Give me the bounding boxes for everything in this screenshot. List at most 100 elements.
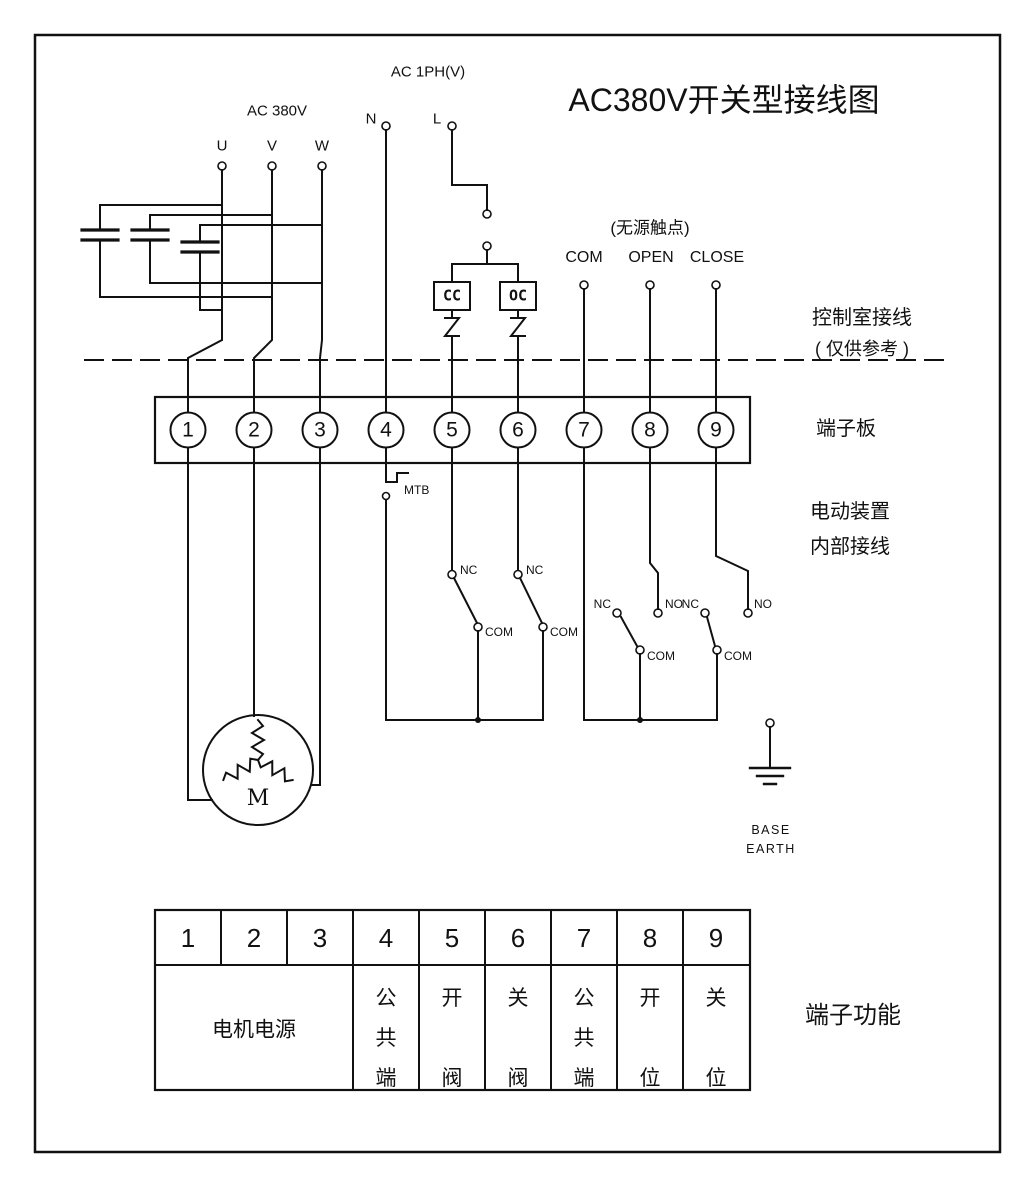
capacitor-wire (99, 239, 273, 298)
terminal-number-5: 5 (446, 418, 458, 442)
function-cell-terminal-8: 开位 (639, 987, 661, 1090)
terminal-board-label: 端子板 (816, 418, 876, 440)
terminal-number-7: 7 (578, 418, 590, 442)
function-cell-terminal-4: 公共端 (375, 987, 397, 1090)
terminal3-motor-wire (310, 447, 321, 786)
table-header-8: 8 (642, 923, 658, 953)
function-cell-terminal-6: 关阀 (507, 987, 529, 1090)
internal-wiring-label-1: 电动装置 (810, 501, 890, 523)
live-label: L (432, 110, 442, 128)
open-position-no-contact (653, 608, 663, 618)
terminal9-wire (715, 447, 749, 610)
close-position-no-contact (743, 608, 753, 618)
open-limit-blade (452, 576, 479, 625)
function-table-outline (153, 908, 752, 1092)
cc-breaker-symbol (442, 309, 462, 413)
mtb-branch (381, 447, 544, 721)
capacitor-wire (199, 251, 223, 311)
close-position-nc-contact (700, 608, 710, 618)
single-phase-supply-wiring (381, 121, 519, 413)
close-limit-com-contact (538, 622, 548, 632)
table-header-7: 7 (576, 923, 592, 953)
table-header-2: 2 (246, 923, 262, 953)
close-position-no-label: NO (754, 597, 772, 611)
com-label: COM (565, 249, 603, 266)
close-limit-switch (513, 447, 548, 721)
function-cell-terminal-9: 关位 (705, 987, 727, 1090)
neutral-label: N (365, 110, 377, 128)
capacitor-wire (99, 204, 223, 231)
terminal-number-4: 4 (380, 418, 392, 442)
open-position-nc-contact (612, 608, 622, 618)
function-table-caption: 端子功能 (805, 1002, 901, 1029)
motor-label: M (246, 786, 270, 811)
terminal-number-8: 8 (644, 418, 656, 442)
close-limit-com-label: COM (550, 625, 578, 639)
motor-winding-icon (254, 753, 297, 787)
internal-wiring-label-2: 内部接线 (810, 536, 890, 558)
l-wire (451, 129, 488, 211)
three-phase-supply-label: AC 380V (246, 102, 308, 120)
open-limit-switch (447, 447, 483, 723)
u-terminal-dot (217, 161, 227, 171)
passive-contact-note: (无源触点) (610, 218, 690, 238)
capacitor-wire (199, 224, 323, 243)
capacitor-1-plates (80, 228, 120, 242)
w-terminal-dot (317, 161, 327, 171)
table-header-4: 4 (378, 923, 394, 953)
close-position-com-contact (712, 645, 722, 655)
l-terminal-dot (447, 121, 457, 131)
close-limit-nc-contact (513, 569, 523, 580)
function-table-header-dividers (220, 909, 288, 966)
coil-branches (433, 281, 537, 413)
three-phase-supply-wiring (187, 161, 327, 413)
close-limit-nc-label: NC (526, 563, 544, 577)
table-header-1: 1 (180, 923, 196, 953)
open-position-com-contact (635, 645, 645, 655)
motor-winding-icon (219, 753, 262, 787)
table-header-6: 6 (510, 923, 526, 953)
phase-v-label: V (266, 137, 278, 155)
control-switch-lower-contact (482, 241, 492, 251)
motor-winding-icon (251, 719, 265, 761)
coil-feed-wire (451, 249, 519, 283)
control-switch-upper-contact (482, 209, 492, 219)
function-table-column-dividers (352, 909, 684, 1091)
limit-common-wire (385, 499, 544, 721)
terminal-number-9: 9 (710, 418, 722, 442)
phase-u-label: U (216, 137, 228, 155)
v-terminal-dot (267, 161, 277, 171)
terminal7-wire (583, 447, 718, 721)
open-position-nc-label: NC (593, 597, 611, 611)
n-terminal-dot (381, 121, 391, 131)
terminal8-wire (649, 447, 659, 610)
motor-circle (202, 714, 314, 826)
motor-branch (187, 447, 321, 826)
cc-coil-label: CC (442, 286, 462, 305)
open-limit-nc-label: NC (460, 563, 478, 577)
capacitor-wire (149, 239, 323, 284)
close-position-com-label: COM (724, 649, 752, 663)
open-limit-nc-contact (447, 569, 457, 580)
w-phase-wire (319, 169, 323, 413)
com-terminal-dot (579, 280, 589, 290)
control-room-section-label: 控制室接线 (812, 307, 912, 329)
close-label: CLOSE (689, 249, 745, 266)
terminal-number-1: 1 (182, 418, 194, 442)
v-phase-wire (253, 169, 273, 413)
open-position-blade (619, 615, 639, 648)
open-limit-com-label: COM (485, 625, 513, 639)
capacitor-3-plates (180, 240, 220, 254)
mtb-label: MTB (404, 483, 430, 497)
dry-contact-leads (579, 280, 721, 413)
open-limit-com-contact (473, 622, 483, 632)
oc-breaker-symbol (508, 309, 528, 413)
capacitor-2-plates (130, 228, 170, 242)
close-terminal-dot (711, 280, 721, 290)
earth-bars (748, 766, 792, 786)
open-label: OPEN (628, 249, 674, 266)
terminal-number-6: 6 (512, 418, 524, 442)
open-position-com-label: COM (647, 649, 675, 663)
earth-symbol (748, 718, 792, 786)
